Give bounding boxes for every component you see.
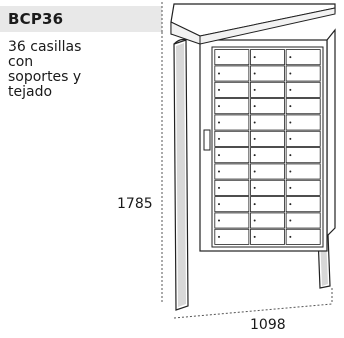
locker-lock-icon	[253, 235, 256, 238]
locker-door	[285, 212, 321, 229]
locker-lock-icon	[289, 88, 292, 91]
locker-lock-icon	[289, 186, 292, 189]
locker-door	[250, 212, 285, 229]
locker-lock-icon	[253, 121, 256, 124]
locker-door	[285, 49, 321, 66]
locker-door	[285, 130, 321, 147]
height-dimension-label: 1785	[117, 196, 153, 212]
width-dimension-label: 1098	[250, 317, 286, 333]
locker-lock-icon	[253, 72, 256, 75]
locker-door	[214, 228, 250, 245]
locker-door	[250, 228, 285, 245]
locker-door	[250, 98, 285, 115]
locker-door	[214, 114, 250, 131]
locker-door	[214, 212, 250, 229]
locker-door	[214, 179, 250, 196]
locker-lock-icon	[289, 72, 292, 75]
locker-lock-icon	[218, 219, 220, 222]
locker-door	[285, 114, 321, 131]
locker-lock-icon	[218, 170, 220, 173]
locker-door	[214, 147, 250, 164]
locker-lock-icon	[218, 154, 220, 157]
product-description: 36 casillas con soportes y tejado	[8, 39, 82, 100]
locker-lock-icon	[289, 203, 292, 206]
locker-door	[214, 130, 250, 147]
locker-lock-icon	[253, 88, 256, 91]
locker-lock-icon	[253, 137, 256, 140]
locker-door	[285, 179, 321, 196]
cabinet-roof	[170, 3, 336, 45]
locker-door	[285, 65, 321, 82]
left-post	[173, 38, 189, 311]
locker-lock-icon	[289, 56, 292, 59]
locker-door	[285, 228, 321, 245]
locker-door	[285, 163, 321, 180]
locker-door	[285, 81, 321, 98]
locker-door	[250, 130, 285, 147]
locker-lock-icon	[218, 105, 220, 108]
locker-door	[250, 49, 285, 66]
locker-door	[214, 81, 250, 98]
locker-grid	[214, 49, 321, 245]
width-dimension-line	[173, 303, 333, 319]
locker-lock-icon	[253, 219, 256, 222]
locker-lock-icon	[253, 56, 256, 59]
locker-lock-icon	[289, 219, 292, 222]
locker-lock-icon	[253, 186, 256, 189]
locker-lock-icon	[253, 105, 256, 108]
locker-door	[214, 98, 250, 115]
locker-lock-icon	[218, 88, 220, 91]
locker-lock-icon	[253, 154, 256, 157]
locker-lock-icon	[289, 170, 292, 173]
locker-door	[214, 49, 250, 66]
locker-lock-icon	[253, 203, 256, 206]
locker-door	[250, 196, 285, 213]
locker-door	[285, 147, 321, 164]
locker-lock-icon	[253, 170, 256, 173]
product-code-header: BCP36	[0, 6, 162, 32]
locker-lock-icon	[289, 137, 292, 140]
locker-door	[250, 114, 285, 131]
locker-door	[214, 196, 250, 213]
locker-lock-icon	[289, 235, 292, 238]
locker-lock-icon	[218, 72, 220, 75]
locker-door	[250, 65, 285, 82]
locker-door	[214, 65, 250, 82]
locker-lock-icon	[289, 105, 292, 108]
locker-lock-icon	[218, 56, 220, 59]
locker-lock-icon	[289, 154, 292, 157]
locker-lock-icon	[218, 137, 220, 140]
locker-door	[250, 163, 285, 180]
locker-door	[214, 163, 250, 180]
locker-lock-icon	[289, 121, 292, 124]
locker-door	[250, 81, 285, 98]
locker-door	[285, 98, 321, 115]
locker-door	[285, 196, 321, 213]
product-code: BCP36	[8, 10, 64, 28]
locker-door	[250, 147, 285, 164]
locker-lock-icon	[218, 121, 220, 124]
locker-lock-icon	[218, 203, 220, 206]
locker-door	[250, 179, 285, 196]
locker-lock-icon	[218, 235, 220, 238]
locker-lock-icon	[218, 186, 220, 189]
